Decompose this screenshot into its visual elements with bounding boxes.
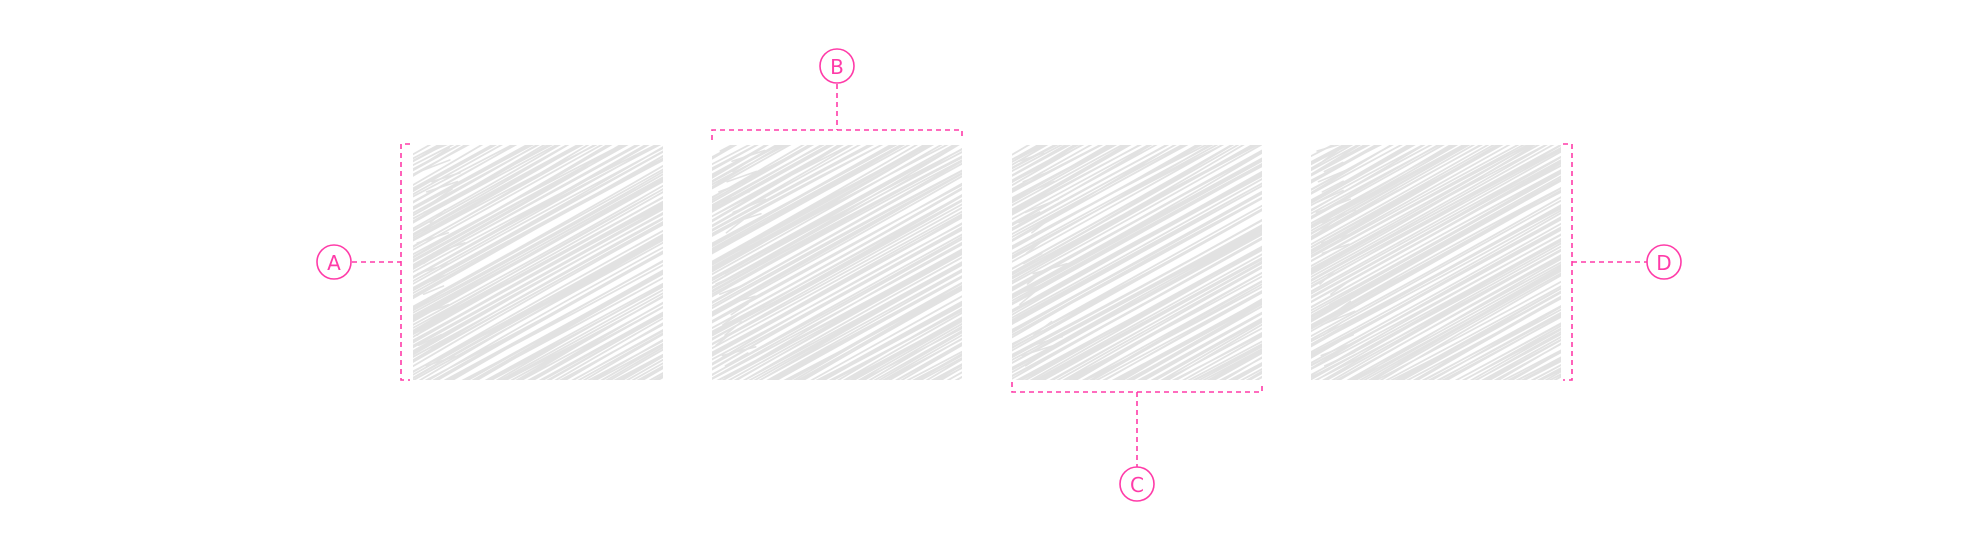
marker-d-label: D bbox=[1656, 251, 1671, 275]
scribble-edge bbox=[416, 145, 466, 367]
annotation-d: D bbox=[1563, 143, 1682, 381]
bracket-c bbox=[1011, 382, 1263, 393]
scribble-hatching bbox=[1012, 145, 1262, 380]
placeholder-item-1 bbox=[413, 145, 663, 380]
marker-c-circle bbox=[1119, 466, 1155, 502]
scribble-edge bbox=[1315, 145, 1357, 367]
annotation-a: A bbox=[316, 143, 410, 381]
marker-b-label: B bbox=[830, 55, 844, 79]
scribble-strokes bbox=[413, 145, 663, 380]
scribble-hatching bbox=[1311, 145, 1561, 380]
marker-d-circle bbox=[1646, 244, 1682, 280]
placeholder-item-3 bbox=[1012, 145, 1262, 380]
scribble-hatching bbox=[413, 145, 663, 380]
scribble-strokes bbox=[1012, 145, 1262, 380]
scribble-edge bbox=[1016, 145, 1068, 367]
marker-c-label: C bbox=[1130, 473, 1144, 497]
bracket-d bbox=[1563, 143, 1573, 381]
scribble-strokes bbox=[712, 145, 962, 380]
scribble-edge bbox=[715, 145, 767, 367]
placeholder-item-2 bbox=[712, 145, 962, 380]
bracket-b bbox=[711, 129, 963, 140]
scribble-hatching bbox=[712, 145, 962, 380]
scribble-strokes bbox=[1311, 145, 1561, 380]
annotation-c: C bbox=[1011, 382, 1263, 502]
marker-b-circle bbox=[819, 48, 855, 84]
placeholder-item-4 bbox=[1311, 145, 1561, 380]
marker-a-label: A bbox=[327, 251, 341, 275]
annotation-b: B bbox=[711, 48, 963, 140]
marker-a-circle bbox=[316, 244, 352, 280]
bracket-a bbox=[400, 143, 410, 381]
placeholder-panels bbox=[413, 145, 1561, 380]
